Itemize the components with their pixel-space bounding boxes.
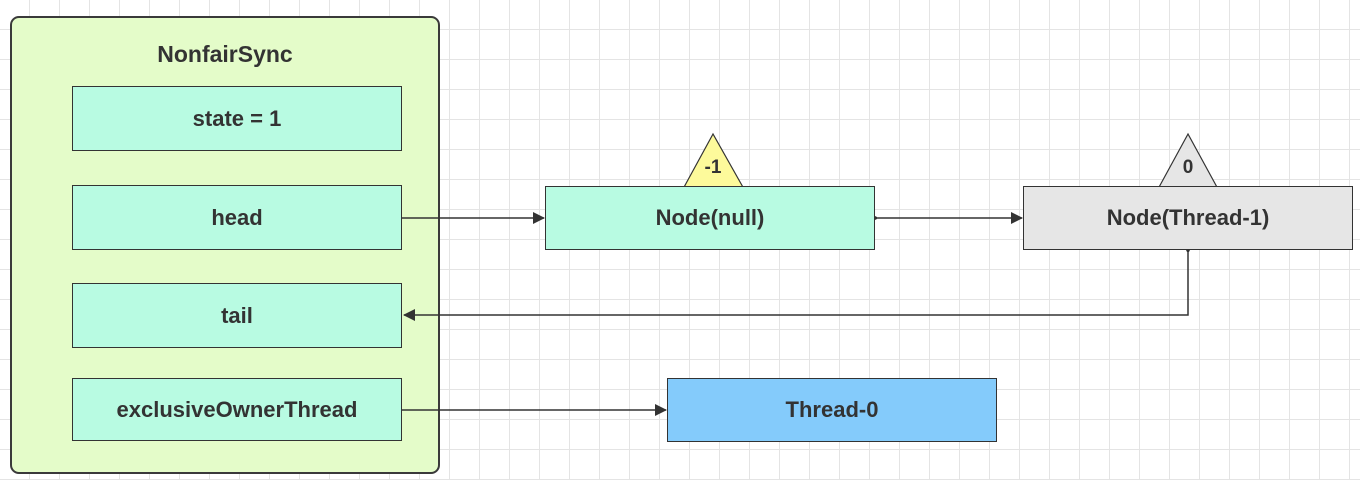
node-null-label: Node(null) (655, 205, 765, 230)
tail-field: tail (72, 283, 402, 348)
node-thread1-wait-status: 0 (1182, 157, 1194, 178)
state-field: state = 1 (72, 86, 402, 151)
node-null: Node(null) (545, 186, 875, 250)
exclusive-owner-thread-field: exclusiveOwnerThread (72, 378, 402, 441)
owner-field-label: exclusiveOwnerThread (116, 396, 358, 422)
head-field-label: head (211, 204, 263, 230)
state-field-label: state = 1 (192, 105, 282, 131)
node-thread1-label: Node(Thread-1) (1106, 205, 1270, 230)
tail-field-label: tail (221, 302, 253, 328)
node-null-wait-status: -1 (704, 157, 722, 178)
node-thread1: Node(Thread-1) (1023, 186, 1353, 250)
thread0: Thread-0 (667, 378, 997, 442)
node-thread1-to-tail-arrow (403, 242, 1194, 321)
thread0-label: Thread-0 (785, 397, 879, 422)
head-field: head (72, 185, 402, 250)
container-title: NonfairSync (157, 41, 293, 67)
